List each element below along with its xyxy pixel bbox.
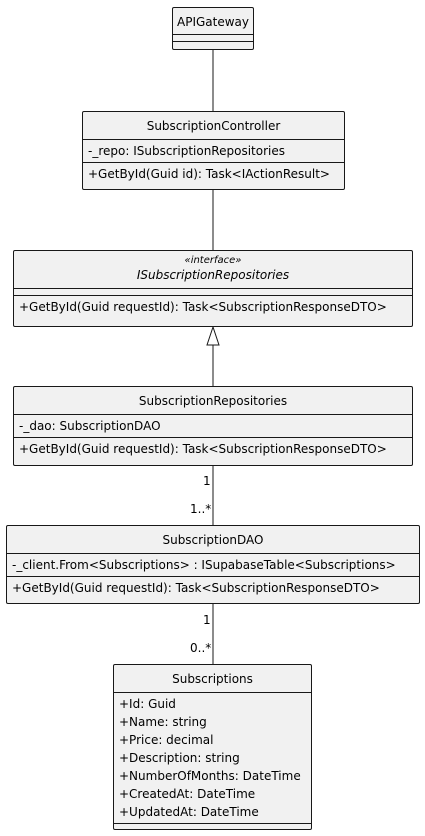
class-name: SubscriptionDAO xyxy=(162,533,264,547)
methods-section xyxy=(173,41,253,48)
fields-section: -_dao: SubscriptionDAO xyxy=(14,414,412,437)
subscription-repositories-class[interactable]: SubscriptionRepositories -_dao: Subscrip… xyxy=(13,386,413,466)
field-row: +Name: string xyxy=(119,715,207,729)
class-name: SubscriptionRepositories xyxy=(138,394,288,408)
subscription-dao-class[interactable]: SubscriptionDAO -_client.From<Subscripti… xyxy=(6,525,420,604)
subscriptions-class[interactable]: Subscriptions +Id: Guid +Name: string +P… xyxy=(113,664,312,830)
methods-section: +GetById(Guid requestId): Task<Subscript… xyxy=(14,295,412,318)
multiplicity-label: 1..* xyxy=(190,502,212,516)
field-row: +Price: decimal xyxy=(119,733,214,747)
methods-section: +GetById(Guid id): Task<IActionResult> xyxy=(83,162,344,185)
method-row: +GetById(Guid requestId): Task<Subscript… xyxy=(19,442,387,456)
class-name: APIGateway xyxy=(177,15,249,29)
fields-section: -_repo: ISubscriptionRepositories xyxy=(83,139,344,162)
method-row: +GetById(Guid id): Task<IActionResult> xyxy=(88,167,330,181)
field-row: +NumberOfMonths: DateTime xyxy=(119,769,301,783)
field-row: +CreatedAt: DateTime xyxy=(119,787,256,801)
class-name: Subscriptions xyxy=(172,672,253,686)
field-row: -_client.From<Subscriptions> : ISupabase… xyxy=(12,558,396,572)
multiplicity-label: 0..* xyxy=(190,641,212,655)
field-row: +Description: string xyxy=(119,751,240,765)
realization-arrowhead xyxy=(206,325,220,346)
field-row: -_dao: SubscriptionDAO xyxy=(19,419,161,433)
field-row: +Id: Guid xyxy=(119,697,176,711)
fields-section xyxy=(173,34,253,41)
fields-section xyxy=(14,288,412,295)
fields-section: -_client.From<Subscriptions> : ISupabase… xyxy=(7,553,419,576)
method-row: +GetById(Guid requestId): Task<Subscript… xyxy=(12,581,380,595)
method-row: +GetById(Guid requestId): Task<Subscript… xyxy=(19,300,387,314)
field-row: -_repo: ISubscriptionRepositories xyxy=(88,144,285,158)
class-name: SubscriptionController xyxy=(146,119,281,133)
methods-section: +GetById(Guid requestId): Task<Subscript… xyxy=(7,576,419,599)
api-gateway-class[interactable]: APIGateway xyxy=(172,7,254,50)
fields-section: +Id: Guid +Name: string +Price: decimal … xyxy=(114,692,311,823)
interface-stereotype: «interface» xyxy=(184,255,242,266)
methods-section xyxy=(114,823,311,830)
subscription-controller-class[interactable]: SubscriptionController -_repo: ISubscrip… xyxy=(82,111,345,190)
multiplicity-label: 1 xyxy=(203,613,211,627)
methods-section: +GetById(Guid requestId): Task<Subscript… xyxy=(14,437,412,460)
multiplicity-label: 1 xyxy=(203,474,211,488)
isubscription-repositories-interface[interactable]: «interface» ISubscriptionRepositories +G… xyxy=(13,250,413,327)
interface-name: ISubscriptionRepositories xyxy=(136,268,290,282)
field-row: +UpdatedAt: DateTime xyxy=(119,805,259,819)
